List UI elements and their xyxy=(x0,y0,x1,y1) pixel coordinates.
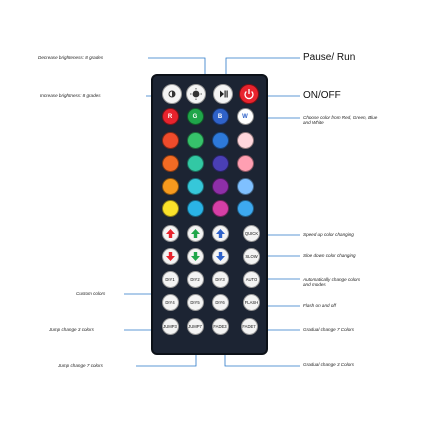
diy-label: DIY1 xyxy=(165,277,175,282)
label-gradual-3: Gradual change 3 Colors xyxy=(303,362,355,367)
diy-label: DIY5 xyxy=(190,300,200,305)
jump3-button[interactable]: JUMP3 xyxy=(161,318,179,335)
color-button[interactable] xyxy=(186,155,204,172)
arrow-down-green-icon xyxy=(190,252,200,261)
diy-label: DIY6 xyxy=(215,300,225,305)
arrow-down-button[interactable] xyxy=(186,248,204,265)
arrow-down-button[interactable] xyxy=(161,248,179,265)
color-button[interactable]: R xyxy=(161,108,179,125)
color-button[interactable] xyxy=(161,178,179,195)
color-button[interactable] xyxy=(211,178,229,195)
arrow-up-button[interactable] xyxy=(186,225,204,242)
color-button[interactable] xyxy=(211,132,229,149)
arrow-up-button[interactable] xyxy=(161,225,179,242)
arrow-up-green-icon xyxy=(190,229,200,238)
label-jump-7: Jump change 7 colors xyxy=(58,363,103,368)
mode-label: JUMP7 xyxy=(188,324,202,329)
label-on-off: ON/OFF xyxy=(303,90,341,101)
color-header-label: G xyxy=(192,114,198,120)
diy-button[interactable]: DIY2 xyxy=(186,271,204,288)
diy-label: DIY4 xyxy=(165,300,175,305)
arrow-up-button[interactable] xyxy=(211,225,229,242)
mode-label: FADE7 xyxy=(242,324,256,329)
diy-button[interactable]: DIY3 xyxy=(211,271,229,288)
color-button[interactable] xyxy=(211,155,229,172)
play-pause-button[interactable] xyxy=(213,84,233,104)
arrow-up-blue-icon xyxy=(215,229,225,238)
diy-button[interactable]: DIY1 xyxy=(161,271,179,288)
color-button[interactable]: W xyxy=(236,108,254,125)
diy-button[interactable]: DIY6 xyxy=(211,294,229,311)
label-speed-up: Speed up color changing xyxy=(303,232,354,237)
label-flash: Flash on and off xyxy=(303,303,336,308)
mode-label: JUMP3 xyxy=(163,324,177,329)
label-jump-3: Jump change 3 colors xyxy=(49,327,94,332)
color-header-label: R xyxy=(167,114,173,120)
diy-button[interactable]: DIY5 xyxy=(186,294,204,311)
arrow-up-red-icon xyxy=(165,229,175,238)
slow-button[interactable]: SLOW xyxy=(243,248,260,265)
color-header-label: W xyxy=(242,114,248,120)
color-header-label: B xyxy=(217,114,223,120)
label-custom-colors: Custom colors xyxy=(76,291,106,296)
color-button[interactable] xyxy=(236,132,254,149)
fade3-button[interactable]: FADE3 xyxy=(211,318,229,335)
label-decrease-brightness: Decrease brighteness: 8 grades xyxy=(38,55,104,60)
label-slow-down: Sloe down color changing xyxy=(303,253,356,258)
mode-label: FADE3 xyxy=(213,324,227,329)
flash-button[interactable]: FLASH xyxy=(243,294,260,311)
auto-button[interactable]: AUTO xyxy=(243,271,260,288)
color-button[interactable]: B xyxy=(211,108,229,125)
color-button[interactable] xyxy=(186,200,204,217)
color-button[interactable] xyxy=(236,178,254,195)
brightness-down-button[interactable] xyxy=(162,84,182,104)
diy-label: DIY3 xyxy=(215,277,225,282)
diy-button[interactable]: DIY4 xyxy=(161,294,179,311)
fade7-button[interactable]: FADE7 xyxy=(240,318,258,335)
quick-button[interactable]: QUICK xyxy=(243,225,260,242)
brightness-up-icon xyxy=(190,88,202,100)
color-button[interactable] xyxy=(161,155,179,172)
auto-label: AUTO xyxy=(245,277,258,282)
label-gradual-7: Gradual change 7 Colors xyxy=(303,327,355,332)
quick-label: QUICK xyxy=(244,231,259,236)
color-button[interactable] xyxy=(236,155,254,172)
jump7-button[interactable]: JUMP7 xyxy=(186,318,204,335)
color-button[interactable] xyxy=(186,178,204,195)
arrow-down-button[interactable] xyxy=(211,248,229,265)
color-button[interactable] xyxy=(236,200,254,217)
power-icon xyxy=(244,89,254,100)
brightness-down-icon xyxy=(168,90,176,98)
flash-label: FLASH xyxy=(244,300,259,305)
color-button[interactable] xyxy=(161,132,179,149)
arrow-down-blue-icon xyxy=(215,252,225,261)
power-button[interactable] xyxy=(239,84,259,104)
diy-label: DIY2 xyxy=(190,277,200,282)
slow-label: SLOW xyxy=(245,254,258,259)
color-button[interactable]: G xyxy=(186,108,204,125)
label-choose-color: Choose color from Red, Green, Blue and W… xyxy=(303,115,378,126)
color-button[interactable] xyxy=(161,200,179,217)
arrow-down-red-icon xyxy=(165,252,175,261)
color-button[interactable] xyxy=(186,132,204,149)
label-auto-change: Automatically change colors and modes xyxy=(303,277,361,288)
label-increase-brightness: Increase brightness: 8 grades xyxy=(40,93,101,98)
color-button[interactable] xyxy=(211,200,229,217)
play-pause-icon xyxy=(220,90,228,98)
brightness-up-button[interactable] xyxy=(186,84,206,104)
label-pause-run: Pause/ Run xyxy=(303,52,356,63)
